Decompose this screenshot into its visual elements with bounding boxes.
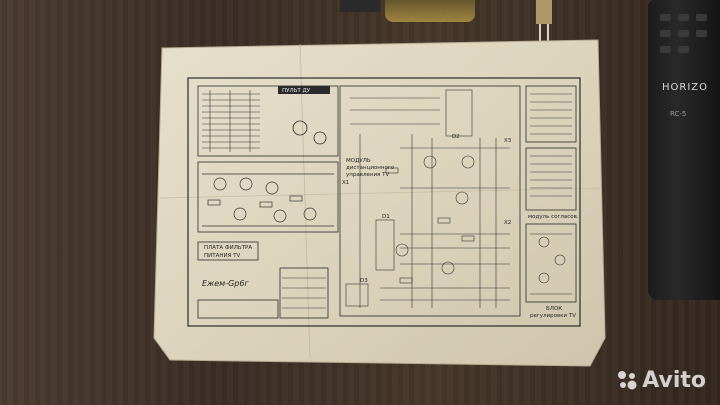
remote-button: [678, 46, 689, 53]
power-board-label-2: ПИТАНИЯ TV: [204, 253, 241, 259]
brass-object: [385, 0, 475, 22]
remote-button: [660, 14, 671, 21]
control-block-label-2: регулировки TV: [530, 313, 576, 319]
watermark-text: Avito: [642, 368, 706, 393]
match-module-label: модуль согласов.: [528, 214, 579, 220]
ir-module-label-2: дистанционного: [346, 165, 395, 171]
ic-d3-label: D3: [360, 278, 368, 284]
avito-watermark: Avito: [616, 368, 706, 393]
control-block-label: БЛОК: [546, 306, 562, 312]
circuit-schematic-sheet: ПУЛЬТ ДУ ПЛАТА ФИЛЬТРА ПИТАНИЯ TV Ежем-G…: [153, 39, 606, 367]
remote-brand: HORIZO: [662, 82, 709, 93]
ir-module-label-3: управления TV: [346, 172, 389, 178]
remote-button: [696, 14, 707, 21]
connector-x3-label: X3: [504, 138, 512, 144]
ic-d2-label: D2: [452, 134, 460, 140]
power-board-label: ПЛАТА ФИЛЬТРА: [204, 245, 252, 251]
remote-button: [678, 30, 689, 37]
remote-button: [660, 30, 671, 37]
tv-remote-control: [648, 0, 720, 300]
signature: Ежем-Gр6г: [202, 279, 249, 288]
connector-x1-label: X1: [342, 180, 349, 186]
remote-model: RC-5: [670, 110, 687, 118]
connector-x2-label: X2: [504, 220, 511, 226]
remote-button: [678, 14, 689, 21]
remote-button: [696, 30, 707, 37]
remote-panel-label: ПУЛЬТ ДУ: [282, 88, 311, 94]
avito-logo-icon: [618, 371, 637, 390]
remote-button: [660, 46, 671, 53]
ir-module-label: МОДУЛЬ: [346, 158, 371, 164]
ic-d1-label: D1: [382, 214, 390, 220]
connector-plug: [536, 0, 552, 42]
dark-object: [340, 0, 380, 12]
